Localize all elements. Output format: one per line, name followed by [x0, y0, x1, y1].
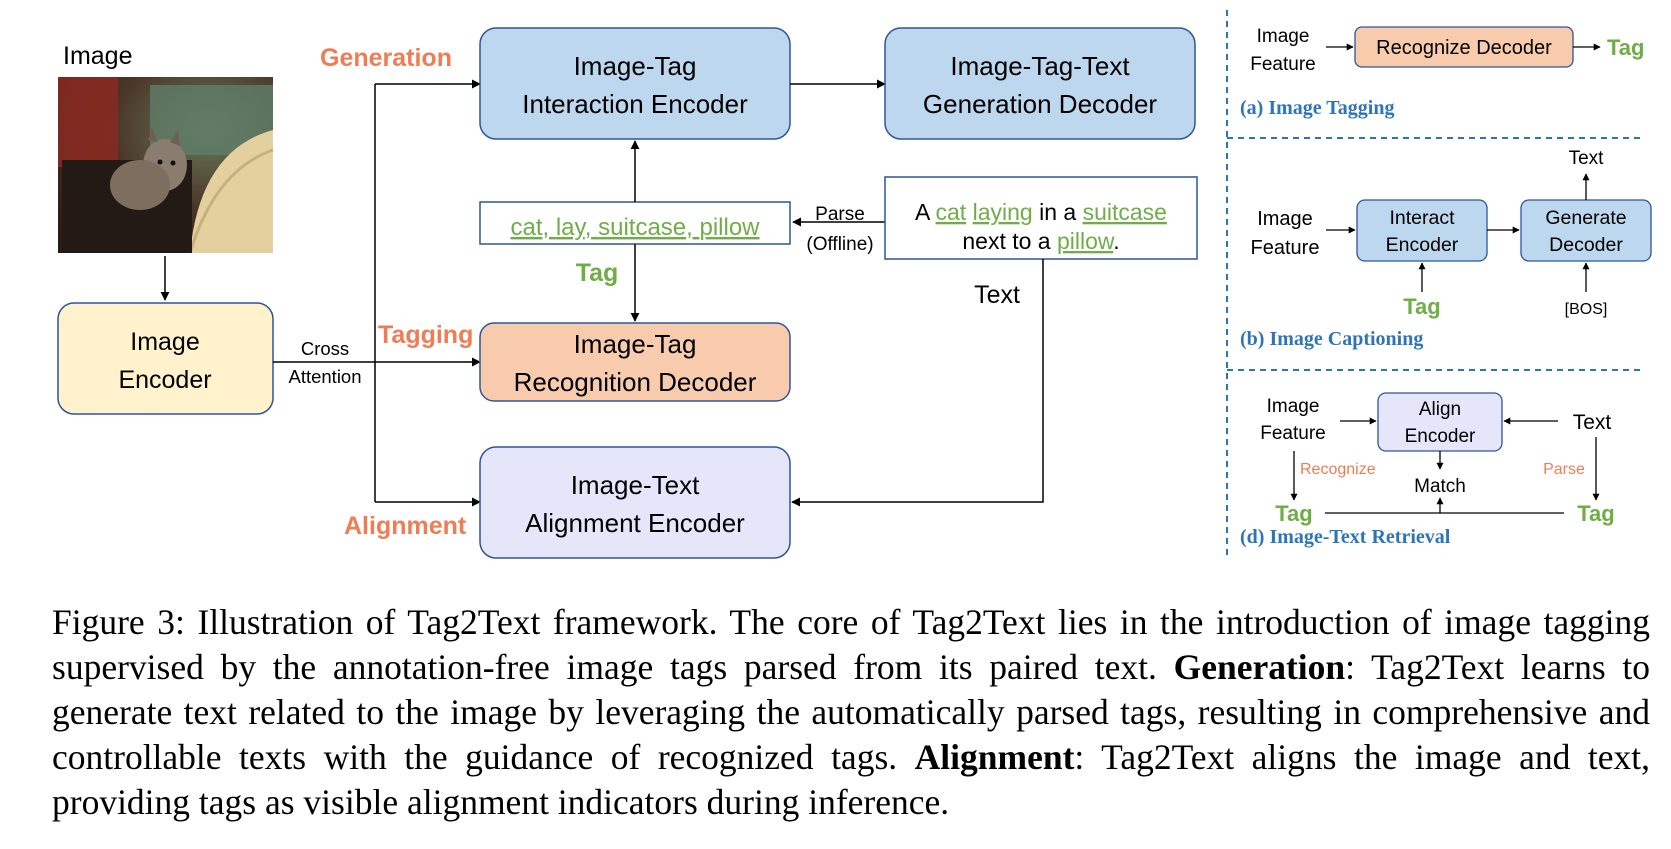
panel-a-tag-output: Tag [1607, 35, 1644, 60]
recognition-decoder-line1: Image-Tag [574, 329, 697, 359]
panel-b-generate-line2: Decoder [1549, 234, 1623, 256]
tag-label-main: Tag [576, 259, 619, 287]
panel-b-interact-line1: Interact [1389, 207, 1455, 229]
kitten-photo [58, 77, 274, 254]
panel-b-title: (b) Image Captioning [1240, 328, 1423, 350]
panel-d-input-line1: Image [1267, 396, 1320, 417]
tag-pillow: pillow [699, 214, 760, 241]
text-label-main: Text [974, 281, 1020, 309]
sentence-box [884, 176, 1198, 260]
panel-b-generate-line1: Generate [1545, 207, 1626, 229]
panel-a-input-line1: Image [1257, 26, 1310, 47]
framework-diagram: Image Image Encoder Cross Attention Gene… [57, 10, 1652, 560]
cross-attention-line1: Cross [301, 338, 349, 359]
interaction-encoder-line2: Interaction Encoder [522, 89, 748, 119]
panel-b-input-line1: Image [1257, 208, 1313, 230]
generation-decoder-line1: Image-Tag-Text [950, 51, 1130, 81]
caption-part-2: : Tag2Text learns to generate text relat… [52, 647, 1650, 777]
panel-b-text-output: Text [1569, 148, 1605, 169]
panel-b-bos: [BOS] [1565, 301, 1608, 318]
sentence-word-laying: laying [973, 199, 1033, 225]
sentence-line2: next to a pillow. [962, 228, 1119, 254]
panel-d-match-label: Match [1414, 476, 1466, 497]
alignment-encoder-box [479, 446, 791, 559]
tag-list: cat, lay, suitcase, pillow [510, 214, 760, 241]
panel-d-tag-left: Tag [1275, 501, 1312, 526]
recognition-decoder-box [479, 322, 791, 402]
generation-decoder-line2: Generation Decoder [923, 89, 1157, 119]
caption-alignment-bold: Alignment [914, 737, 1075, 777]
panel-d-text-input: Text [1573, 411, 1612, 434]
tagging-label: Tagging [378, 321, 473, 349]
image-encoder-box [57, 302, 274, 415]
parse-label-line1: Parse [815, 204, 865, 225]
panel-d-align-line1: Align [1419, 399, 1461, 420]
generation-decoder-box [884, 27, 1196, 140]
panel-d-align-line2: Encoder [1405, 426, 1476, 447]
alignment-encoder-line1: Image-Text [571, 470, 700, 500]
image-label: Image [63, 42, 132, 70]
sentence-word-suitcase: suitcase [1083, 199, 1167, 225]
panel-d-recognize-label: Recognize [1300, 461, 1376, 478]
figure-caption: Figure 3: Illustration of Tag2Text frame… [52, 600, 1650, 825]
tag-lay: lay [556, 214, 587, 241]
panel-b-input-line2: Feature [1251, 237, 1320, 259]
tag-cat: cat [510, 214, 542, 241]
interaction-encoder-box [479, 27, 791, 140]
image-encoder-line1: Image [130, 328, 199, 356]
generation-label: Generation [320, 44, 452, 72]
alignment-encoder-line2: Alignment Encoder [525, 508, 745, 538]
caption-part-1: Figure 3: Illustration of Tag2Text frame… [52, 602, 1650, 687]
sentence-line1: A cat laying in a suitcase [915, 199, 1167, 225]
interaction-encoder-line1: Image-Tag [574, 51, 697, 81]
panel-b-interact-line2: Encoder [1386, 234, 1459, 256]
recognition-decoder-line2: Recognition Decoder [514, 367, 757, 397]
panel-d-input-line2: Feature [1260, 423, 1325, 444]
panel-b-tag-input: Tag [1403, 294, 1440, 319]
parse-label-line2: (Offline) [806, 234, 873, 255]
panel-d-parse-label: Parse [1543, 461, 1585, 478]
panel-d-title: (d) Image-Text Retrieval [1240, 526, 1451, 548]
panel-d-tag-right: Tag [1577, 501, 1614, 526]
caption-generation-bold: Generation [1173, 647, 1346, 687]
sentence-word-pillow: pillow [1057, 228, 1115, 254]
tag-suitcase: suitcase [598, 214, 686, 241]
cross-attention-line2: Attention [288, 366, 361, 387]
sentence-word-cat: cat [936, 199, 967, 225]
alignment-label: Alignment [344, 512, 467, 540]
caption-part-3: : Tag2Text aligns the image and text, pr… [52, 737, 1650, 822]
panel-a-title: (a) Image Tagging [1240, 97, 1394, 119]
panel-a-input-line2: Feature [1250, 54, 1315, 75]
image-encoder-line2: Encoder [118, 366, 211, 394]
panel-a-recognize-decoder-label: Recognize Decoder [1376, 37, 1552, 59]
